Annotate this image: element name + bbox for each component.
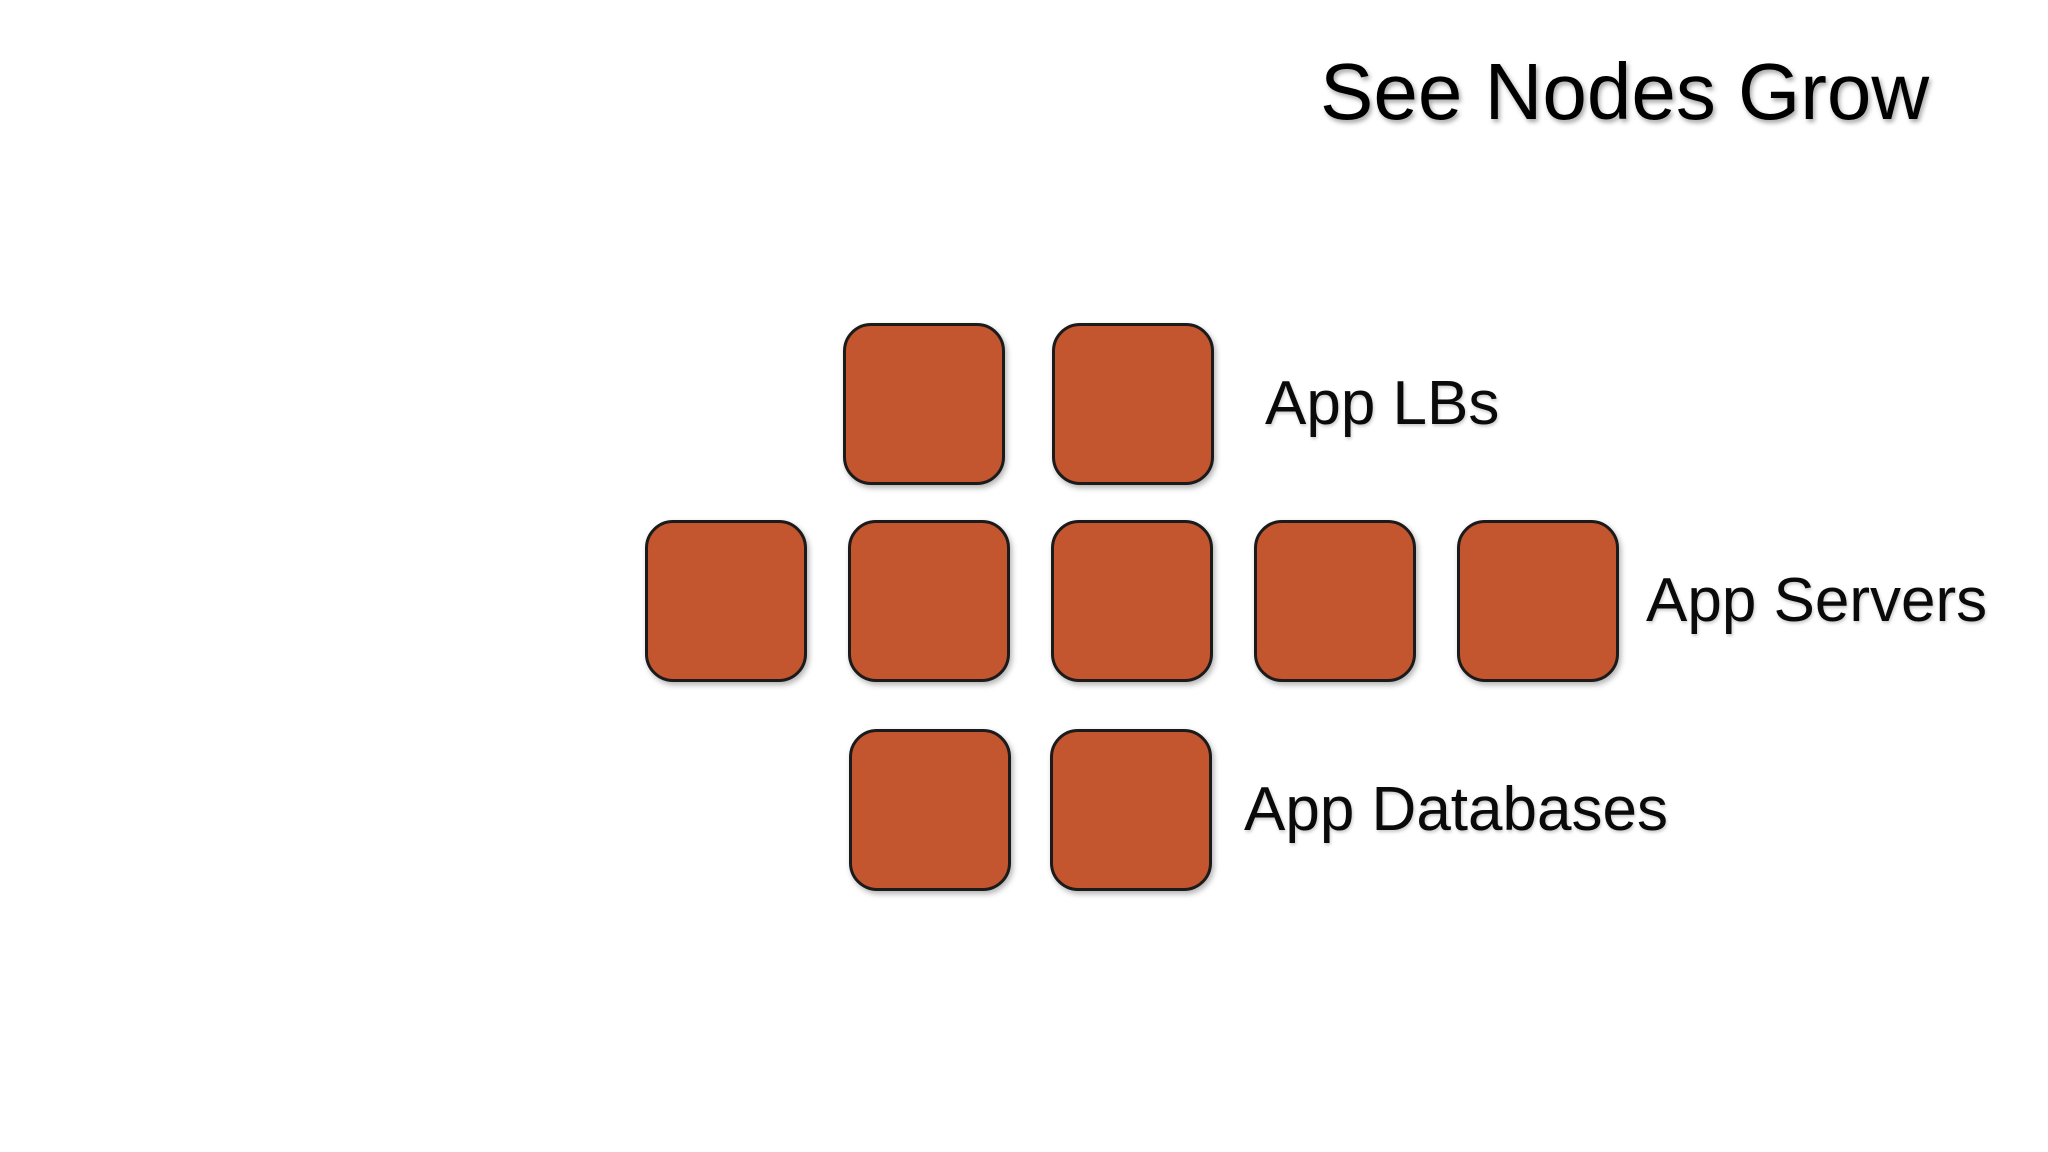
slide-title: See Nodes Grow <box>1320 47 1930 136</box>
node-grid-app-databases <box>849 729 1212 891</box>
node-group-app-databases: App Databases <box>849 729 1668 891</box>
group-label-app-lbs: App LBs <box>1265 369 1500 438</box>
group-label-app-servers: App Servers <box>1646 566 1988 635</box>
node-square <box>849 729 1011 891</box>
node-grid-app-lbs <box>843 323 1214 485</box>
node-square <box>1052 323 1214 485</box>
node-square <box>1051 520 1213 682</box>
node-square <box>1050 729 1212 891</box>
node-square <box>843 323 1005 485</box>
node-grid-app-servers <box>645 520 1619 682</box>
node-square <box>1457 520 1619 682</box>
node-square <box>1254 520 1416 682</box>
node-group-app-servers: App Servers <box>645 520 1987 682</box>
node-square <box>645 520 807 682</box>
node-square <box>848 520 1010 682</box>
node-group-app-lbs: App LBs <box>843 323 1499 485</box>
group-label-app-databases: App Databases <box>1244 775 1668 844</box>
